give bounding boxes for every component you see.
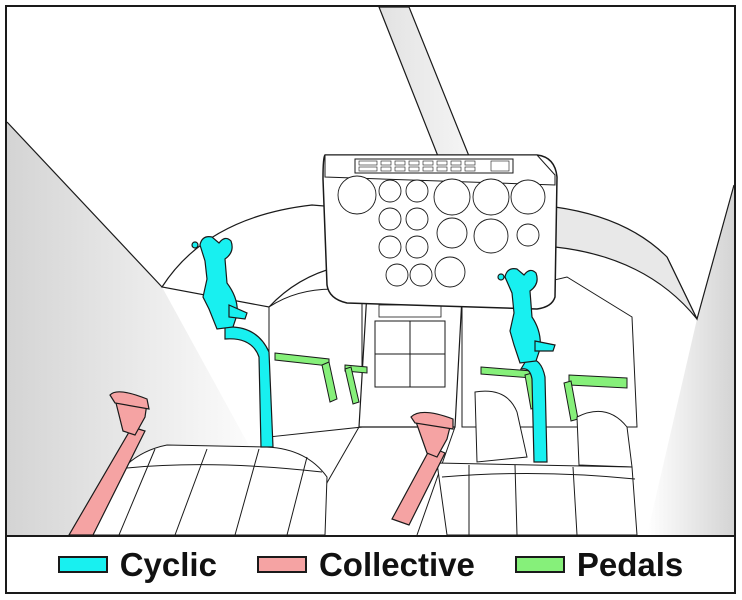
legend: Cyclic Collective Pedals: [7, 535, 734, 592]
right-seat: [436, 390, 638, 535]
legend-label: Collective: [318, 546, 475, 583]
left-collective: [68, 391, 150, 535]
pedals-swatch: [514, 556, 565, 573]
left-cabin-wall: [7, 122, 269, 535]
right-collective: [391, 411, 454, 526]
cyclic-swatch: [57, 556, 108, 573]
figure-frame: Cyclic Collective Pedals: [5, 5, 736, 594]
left-cyclic: [191, 236, 274, 448]
legend-item-pedals: Pedals: [514, 546, 684, 583]
left-seat: [91, 444, 328, 535]
legend-label: Pedals: [576, 546, 684, 583]
legend-label: Cyclic: [119, 546, 217, 583]
cockpit-illustration: [7, 7, 734, 535]
right-cyclic: [497, 268, 556, 463]
legend-item-cyclic: Cyclic: [57, 546, 217, 583]
legend-item-collective: Collective: [256, 546, 475, 583]
right-pedals: [480, 366, 628, 422]
annunciator-panel: [354, 158, 514, 174]
collective-swatch: [256, 556, 307, 573]
left-pedals: [274, 352, 368, 405]
glareshield: [161, 204, 338, 308]
right-cabin-wall: [647, 185, 734, 535]
windshield-pillar: [378, 7, 476, 180]
instrument-gauges: [337, 175, 546, 288]
